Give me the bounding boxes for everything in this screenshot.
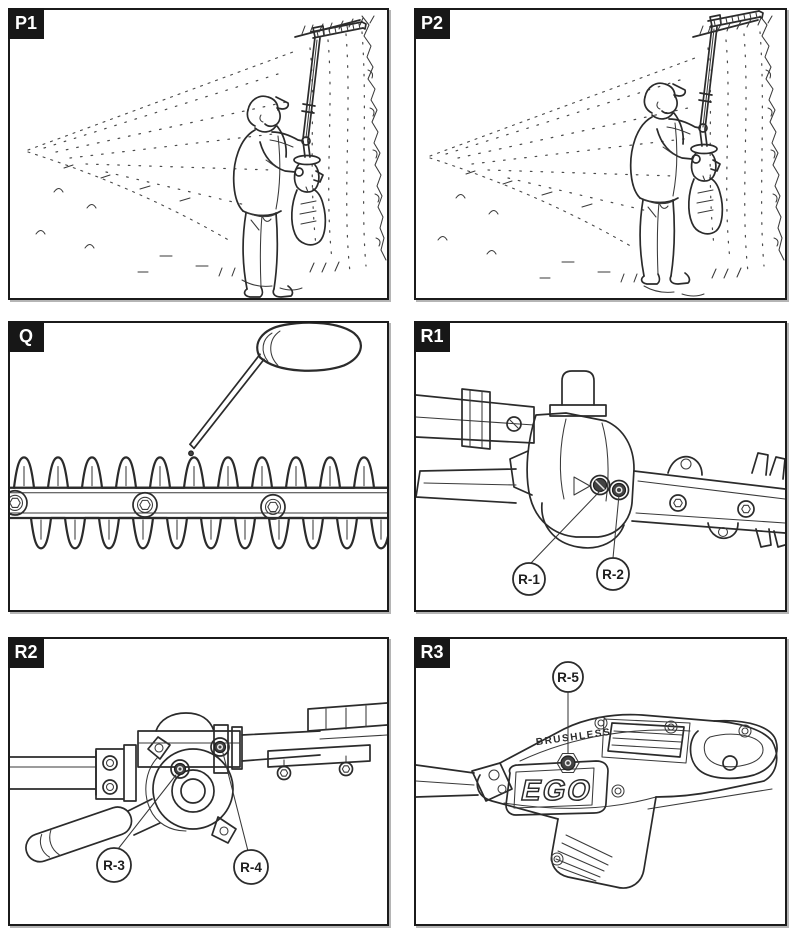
blade-bolt xyxy=(132,491,158,518)
callout-r2: R-2 xyxy=(596,557,630,591)
r3-illustration-motor-housing-grease-fitting: EGO BRUSHLESS R-5 xyxy=(416,661,778,889)
blade-bar-figure xyxy=(10,456,387,550)
figure-panel-r2: R2 xyxy=(8,637,389,926)
callout-r4-label: R-4 xyxy=(240,860,262,875)
articulating-head-figure xyxy=(10,702,387,863)
r2-illustration-articulating-head-screws: R-3 R-4 xyxy=(10,702,387,885)
oil-bottle-figure xyxy=(188,323,362,457)
blade-assembly-figure xyxy=(631,452,785,548)
callout-r3: R-3 xyxy=(96,847,132,883)
callout-r4: R-4 xyxy=(233,849,269,885)
screw-r3-target xyxy=(170,759,190,779)
gearbox-figure xyxy=(416,370,635,549)
screw-r4-target xyxy=(210,737,230,757)
panel-label-r2: R2 xyxy=(8,637,44,668)
p2-illustration-trimming-tall-hedge xyxy=(429,10,785,297)
callout-r1-label: R-1 xyxy=(518,572,540,587)
callout-r3-label: R-3 xyxy=(103,858,125,873)
callout-leader-r3 xyxy=(117,774,177,850)
q-illustration-oiling-blade xyxy=(10,323,387,550)
panel-label-p2: P2 xyxy=(414,8,450,39)
panel-label-p1: P1 xyxy=(8,8,44,39)
panel-label-r1: R1 xyxy=(414,321,450,352)
figure-panel-p2: P2 xyxy=(414,8,787,300)
p1-illustration-trimming-tall-hedge xyxy=(27,15,387,298)
callout-r1: R-1 xyxy=(512,562,546,596)
housing-screw xyxy=(738,724,752,738)
callout-r5-label: R-5 xyxy=(557,670,579,685)
blade-bolt xyxy=(10,489,28,516)
blade-bolt xyxy=(260,493,286,520)
housing-screw xyxy=(550,852,564,866)
oil-drop xyxy=(188,450,194,457)
callout-r5: R-5 xyxy=(552,661,584,693)
warning-triangle-icon xyxy=(573,476,591,496)
housing-screw xyxy=(611,784,625,798)
figure-panel-p1: P1 xyxy=(8,8,389,300)
figure-panel-r3: R3 xyxy=(414,637,787,926)
callout-r2-label: R-2 xyxy=(602,567,624,582)
brushless-label: BRUSHLESS xyxy=(535,727,612,748)
figure-panel-r1: R1 xyxy=(414,321,787,612)
ego-logo: EGO xyxy=(518,774,595,807)
figure-panel-q: Q xyxy=(8,321,389,612)
panel-label-q: Q xyxy=(8,321,44,352)
panel-label-r3: R3 xyxy=(414,637,450,668)
housing-screw xyxy=(664,720,678,734)
r1-illustration-gearbox-grease-plugs: R-1 R-2 xyxy=(416,370,785,596)
housing-screw xyxy=(594,716,608,730)
callout-leader-r4 xyxy=(222,752,249,852)
callout-leader-r1 xyxy=(530,490,601,564)
motor-housing-figure: EGO BRUSHLESS xyxy=(416,713,778,889)
grease-fitting-r5-target xyxy=(556,752,580,774)
callout-leader-r2 xyxy=(612,494,620,559)
